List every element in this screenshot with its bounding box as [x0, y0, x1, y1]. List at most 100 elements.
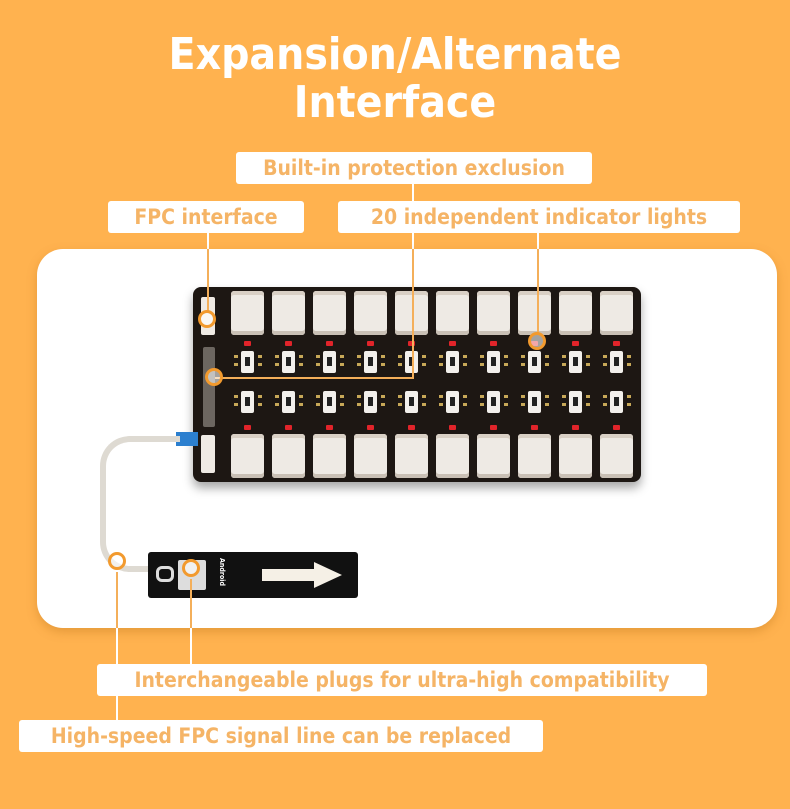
fpc-connector-bottom — [201, 435, 215, 473]
port-connector — [477, 291, 510, 335]
dip-switch — [528, 391, 541, 413]
solder-pad — [586, 395, 590, 398]
solder-pad — [627, 395, 631, 398]
solder-pad — [504, 395, 508, 398]
solder-pad — [234, 395, 238, 398]
dip-switch — [241, 391, 254, 413]
solder-pad — [422, 403, 426, 406]
callout-line — [412, 249, 414, 379]
solder-pad — [504, 355, 508, 358]
indicator-led — [572, 341, 579, 346]
solder-pad — [357, 355, 361, 358]
solder-pad — [562, 355, 566, 358]
indicator-led — [326, 425, 333, 430]
title-line-2: Interface — [293, 77, 497, 128]
label-indicator-lights: 20 independent indicator lights — [338, 201, 740, 233]
solder-pad — [398, 395, 402, 398]
marker-protection-chip — [205, 368, 223, 386]
dip-switch — [323, 351, 336, 373]
port-connector — [272, 434, 305, 478]
solder-pad — [258, 395, 262, 398]
led-board — [193, 287, 641, 482]
marker-plug — [182, 559, 200, 577]
indicator-led — [531, 425, 538, 430]
solder-pad — [586, 355, 590, 358]
connector-stem — [412, 184, 414, 201]
port-connector — [436, 291, 469, 335]
port-connector — [559, 291, 592, 335]
indicator-led — [367, 341, 374, 346]
indicator-led — [285, 341, 292, 346]
dip-switch — [446, 351, 459, 373]
solder-pad — [627, 363, 631, 366]
fpc-cable-end — [176, 432, 198, 446]
solder-pad — [562, 403, 566, 406]
solder-pad — [381, 355, 385, 358]
solder-pad — [357, 363, 361, 366]
solder-pad — [234, 355, 238, 358]
solder-pad — [627, 403, 631, 406]
marker-fpc-line — [108, 552, 126, 570]
solder-pad — [562, 363, 566, 366]
solder-pad — [480, 403, 484, 406]
dip-switch — [487, 391, 500, 413]
dip-switch — [446, 391, 459, 413]
solder-pad — [422, 395, 426, 398]
dip-switch — [282, 351, 295, 373]
solder-pad — [463, 363, 467, 366]
indicator-led — [244, 425, 251, 430]
solder-pad — [463, 403, 467, 406]
indicator-led — [244, 341, 251, 346]
indicator-led — [613, 425, 620, 430]
solder-pad — [504, 363, 508, 366]
solder-pad — [299, 355, 303, 358]
port-connector — [477, 434, 510, 478]
protection-chip — [203, 347, 215, 427]
solder-pad — [422, 363, 426, 366]
solder-pad — [340, 355, 344, 358]
dip-switch — [323, 391, 336, 413]
port-connector — [231, 434, 264, 478]
indicator-led — [285, 425, 292, 430]
solder-pad — [463, 355, 467, 358]
solder-pad — [603, 395, 607, 398]
solder-pad — [316, 355, 320, 358]
port-connector — [395, 434, 428, 478]
solder-pad — [258, 355, 262, 358]
solder-pad — [275, 403, 279, 406]
solder-pad — [316, 403, 320, 406]
label-interchangeable-plugs: Interchangeable plugs for ultra-high com… — [97, 664, 707, 696]
callout-line — [215, 377, 414, 379]
solder-pad — [480, 355, 484, 358]
solder-pad — [299, 395, 303, 398]
solder-pad — [357, 403, 361, 406]
dip-switch — [569, 351, 582, 373]
solder-pad — [340, 403, 344, 406]
solder-pad — [422, 355, 426, 358]
indicator-led — [490, 425, 497, 430]
port-connector — [518, 291, 551, 335]
solder-pad — [480, 363, 484, 366]
dip-switch — [241, 351, 254, 373]
indicator-led — [449, 425, 456, 430]
solder-pad — [398, 363, 402, 366]
solder-pad — [398, 355, 402, 358]
callout-line — [116, 572, 118, 628]
dip-switch — [405, 351, 418, 373]
port-connector — [313, 291, 346, 335]
solder-pad — [439, 395, 443, 398]
port-connector — [354, 291, 387, 335]
callout-line — [207, 249, 209, 311]
solder-pad — [258, 363, 262, 366]
indicator-led — [367, 425, 374, 430]
label-builtin-protection: Built-in protection exclusion — [236, 152, 592, 184]
dip-switch — [610, 351, 623, 373]
solder-pad — [463, 395, 467, 398]
plug-hole — [156, 566, 174, 582]
indicator-led — [572, 425, 579, 430]
solder-pad — [234, 403, 238, 406]
solder-pad — [562, 395, 566, 398]
solder-pad — [299, 363, 303, 366]
callout-line — [537, 249, 539, 334]
port-connector — [395, 291, 428, 335]
